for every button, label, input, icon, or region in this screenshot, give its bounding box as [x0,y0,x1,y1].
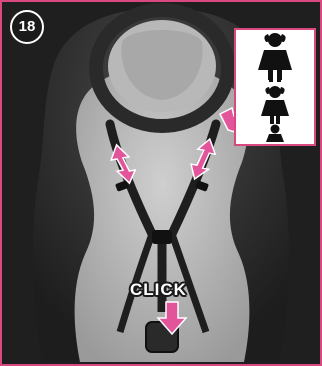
child-large-icon [258,33,292,82]
step-number-badge: 18 [10,10,44,44]
chest-clip [152,230,172,244]
child-small-icon [266,125,284,143]
click-label: CLICK [130,280,187,300]
child-size-panel [234,28,316,146]
child-medium-icon [261,86,289,124]
